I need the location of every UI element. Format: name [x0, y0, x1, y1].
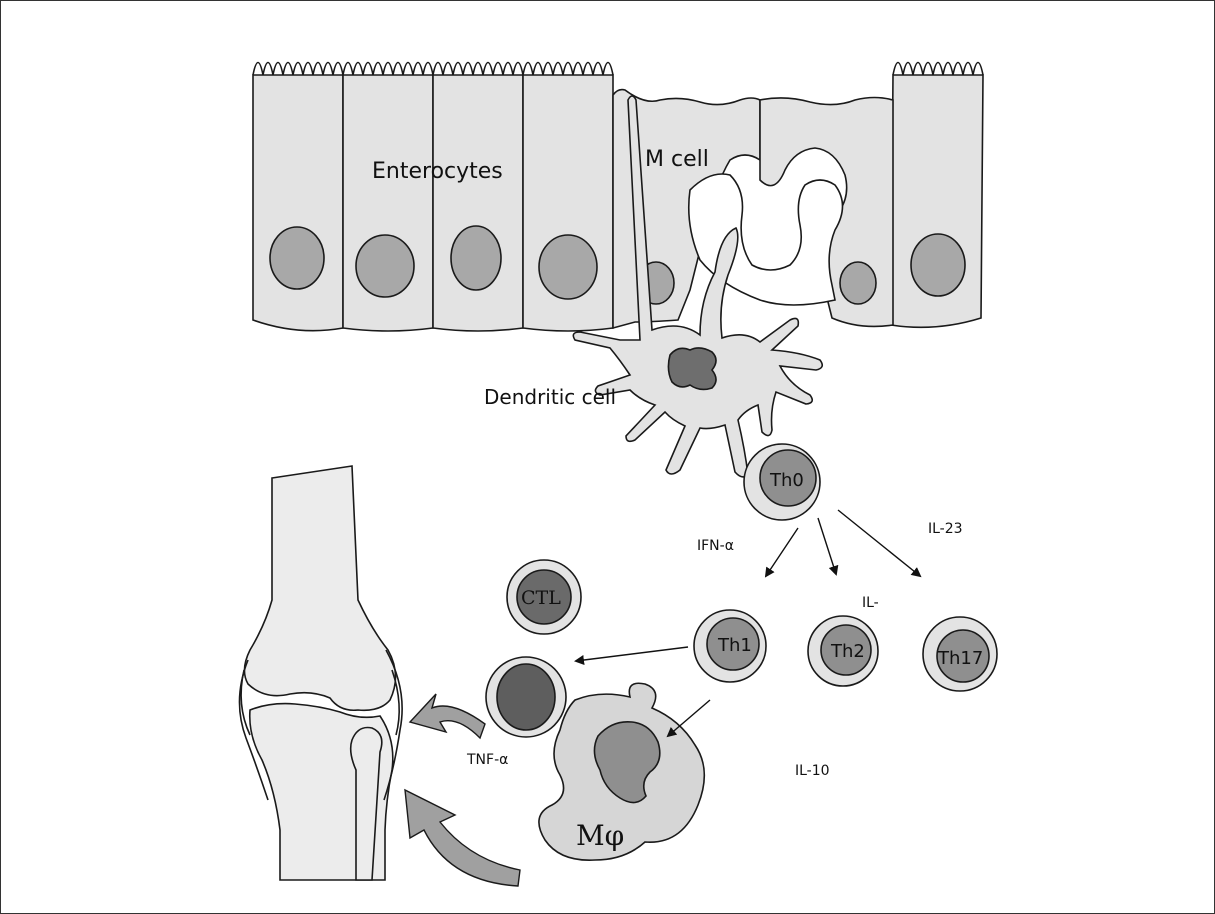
label-il-partial: IL-: [862, 595, 879, 611]
nucleus-3: [451, 226, 501, 290]
microvilli-cell-7: [893, 63, 983, 76]
label-ifn-alpha: IFN-α: [697, 538, 734, 554]
label-enterocytes: Enterocytes: [372, 159, 503, 184]
microvilli-cell-4: [523, 63, 613, 76]
arrow-th0-th17: [838, 510, 920, 576]
cytotoxic-nucleus: [497, 664, 555, 730]
cytotoxic-cell: [486, 657, 566, 737]
microvilli-cell-2: [343, 63, 433, 76]
label-tnf-alpha: TNF-α: [466, 752, 508, 768]
enterocyte-3: [433, 75, 523, 331]
nucleus-7: [911, 234, 965, 296]
block-arrow-macrophage-to-joint: [405, 790, 520, 886]
dendritic-cell-nucleus: [668, 348, 716, 390]
nucleus-4: [539, 235, 597, 299]
microvilli-cell-3: [433, 63, 523, 76]
nucleus-1: [270, 227, 324, 289]
block-arrow-cytotoxic-to-joint: [410, 694, 485, 738]
label-dendritic-cell: Dendritic cell: [484, 385, 616, 409]
nucleus-6: [840, 262, 876, 304]
label-ctl: CTL: [521, 587, 561, 609]
label-il-10: IL-10: [795, 763, 830, 779]
label-m-cell: M cell: [645, 147, 709, 172]
knee-joint: [239, 466, 402, 880]
nucleus-2: [356, 235, 414, 297]
enterocyte-1: [253, 75, 343, 331]
arrow-th0-th2: [818, 518, 836, 574]
label-th0: Th0: [769, 470, 804, 491]
arrow-th1-ctl: [576, 647, 688, 661]
label-th1: Th1: [717, 635, 752, 656]
arrow-th1-macrophage: [668, 700, 710, 736]
label-th17: Th17: [937, 648, 983, 669]
label-il-23: IL-23: [928, 521, 963, 537]
label-th2: Th2: [830, 641, 865, 662]
microvilli-cell-1: [253, 63, 343, 76]
label-macrophage: Mφ: [576, 819, 624, 852]
femur: [244, 466, 395, 710]
arrow-th0-th1: [766, 528, 798, 576]
